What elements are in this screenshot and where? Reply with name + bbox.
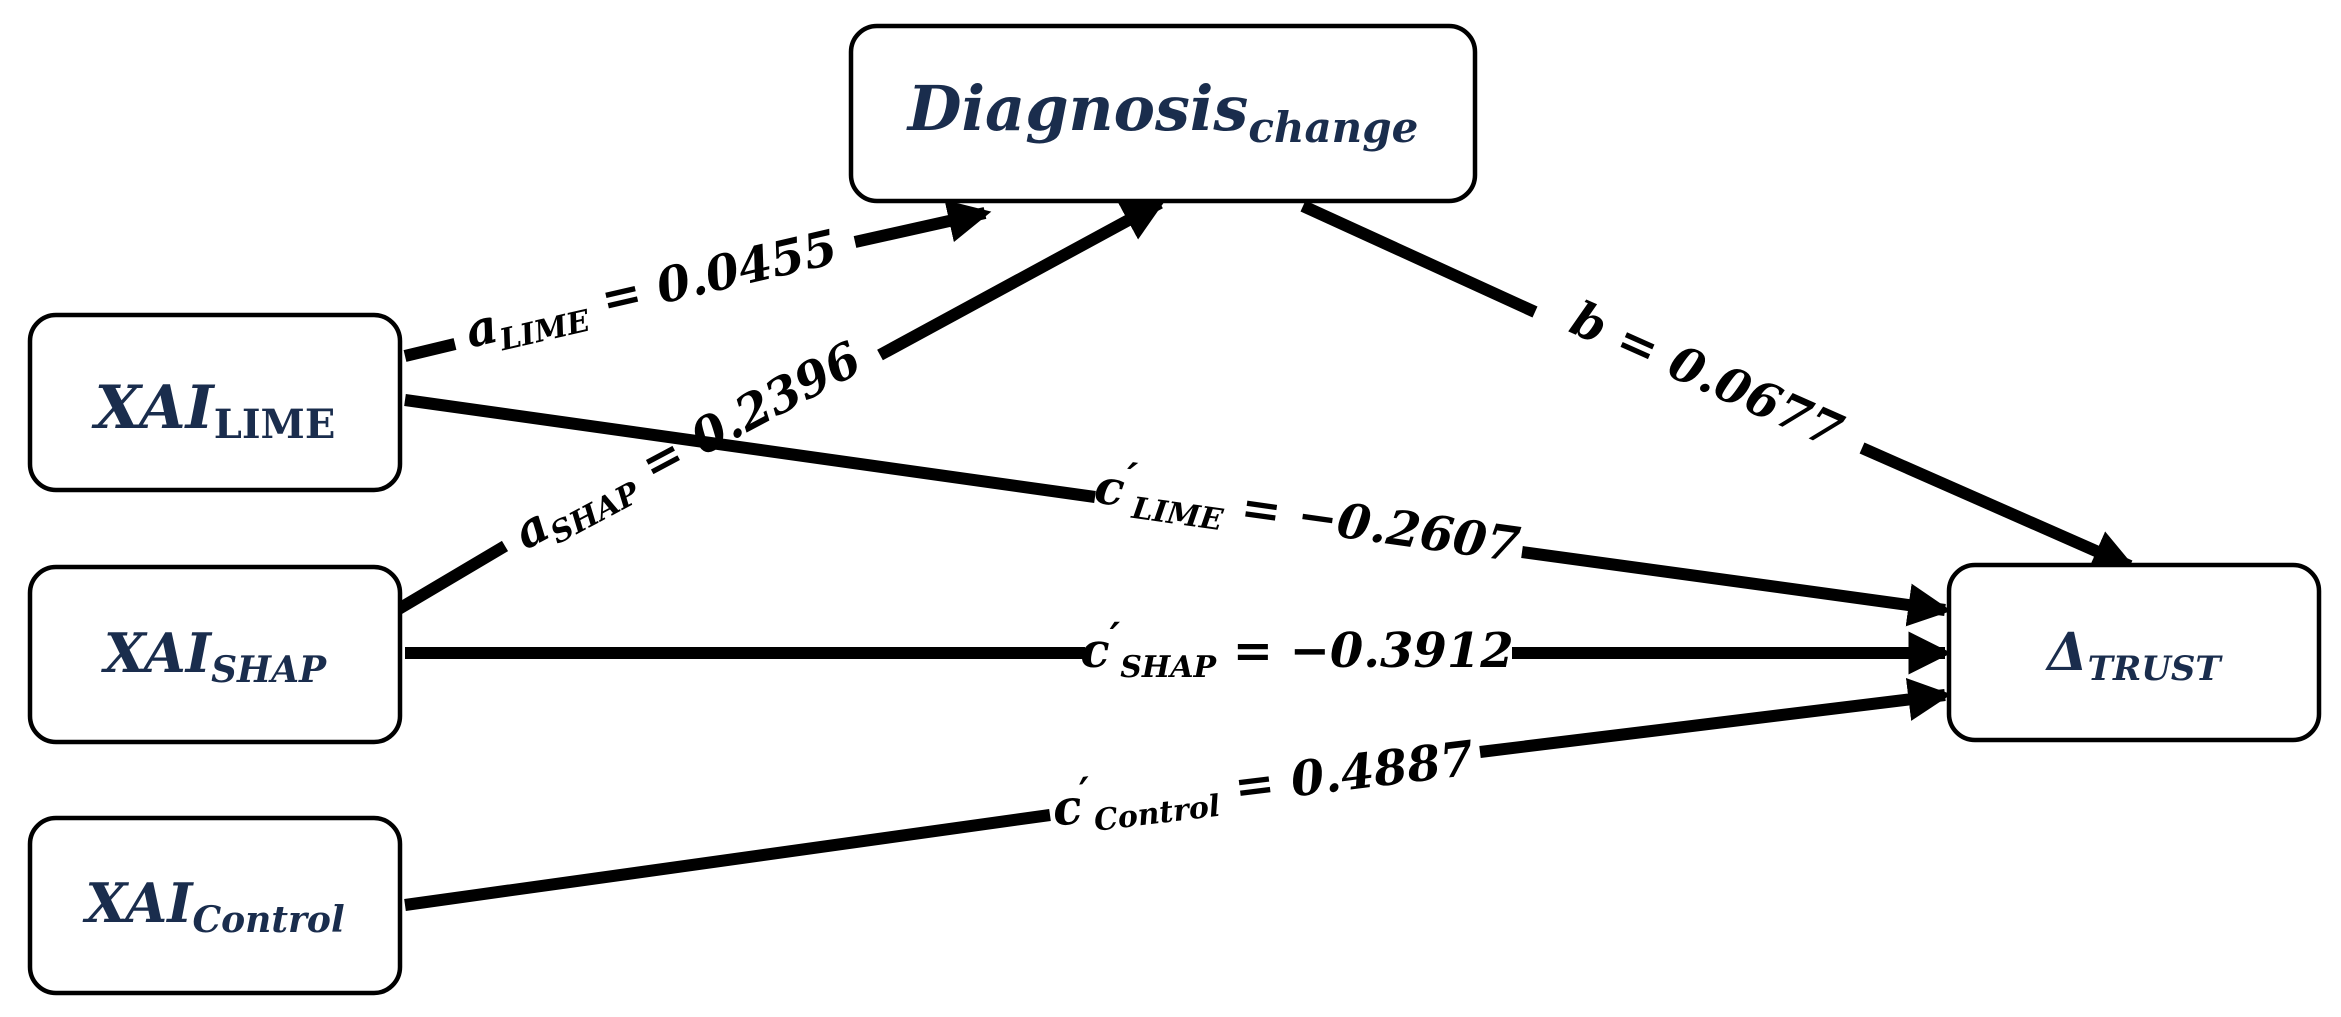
node-xai-shap-main: XAI <box>101 621 213 685</box>
node-xai-shap: XAISHAP <box>27 564 403 745</box>
label-c-lime-sub: LIME <box>1129 491 1226 539</box>
label-c-lime: c′LIME = −0.2607 <box>1090 450 1524 580</box>
node-xai-control: XAIControl <box>27 815 403 996</box>
label-a-shap: aSHAP = 0.2396 <box>505 331 873 566</box>
label-b: b = 0.0677 <box>1562 291 1851 460</box>
label-c-lime-symbol: c <box>1091 459 1128 519</box>
node-diagnosis-change: Diagnosischange <box>848 23 1478 204</box>
node-diagnosis-sub: change <box>1248 103 1418 152</box>
svg-text:XAILIME: XAILIME <box>91 373 336 448</box>
svg-text:Diagnosischange: Diagnosischange <box>906 72 1419 152</box>
edge-a-lime-line-2 <box>853 199 992 248</box>
node-diagnosis-main: Diagnosis <box>906 72 1249 145</box>
label-a-lime-sub: LIME <box>496 303 595 358</box>
label-c-shap: c′SHAP = −0.3912 <box>1080 614 1513 685</box>
edge-c-control-line-1 <box>404 809 1051 911</box>
node-delta-trust-sub: TRUST <box>2088 649 2224 689</box>
label-c-control: c′Control = 0.4887 <box>1048 722 1477 844</box>
label-a-lime-value: = 0.0455 <box>579 219 842 331</box>
label-c-shap-value: = −0.3912 <box>1216 623 1514 679</box>
node-delta-trust-main: Δ <box>2044 622 2087 683</box>
node-delta-trust: ΔTRUST <box>1946 562 2322 743</box>
label-c-control-symbol: c <box>1049 779 1085 838</box>
node-xai-shap-sub: SHAP <box>211 649 327 691</box>
label-a-lime: aLIME = 0.0455 <box>460 219 844 365</box>
node-xai-control-main: XAI <box>82 871 194 935</box>
node-xai-lime-sub: LIME <box>214 401 336 448</box>
edge-b-line-2 <box>1859 442 2136 572</box>
label-a-shap-value: = 0.2396 <box>617 331 871 501</box>
edge-a-shap-line-2 <box>877 197 1166 361</box>
edge-c-control-line-2 <box>1479 678 1952 758</box>
svg-text:XAISHAP: XAISHAP <box>101 621 327 691</box>
node-xai-control-sub: Control <box>193 899 345 941</box>
edge-a-lime-line-1 <box>403 338 457 362</box>
label-c-control-value: = 0.4887 <box>1215 730 1477 817</box>
svg-text:XAIControl: XAIControl <box>82 871 344 941</box>
edge-c-lime-line-1 <box>404 394 1096 503</box>
label-c-shap-prime: ′ <box>1110 614 1121 661</box>
node-xai-lime: XAILIME <box>27 312 403 493</box>
node-xai-lime-main: XAI <box>91 373 216 443</box>
label-c-shap-sub: SHAP <box>1120 650 1217 685</box>
label-c-lime-value: = −0.2607 <box>1221 477 1523 574</box>
edge-a-shap-line-1 <box>393 540 509 616</box>
edge-b-line-1 <box>1300 200 1538 318</box>
svg-text:ΔTRUST: ΔTRUST <box>2044 622 2223 689</box>
edge-c-lime-line-2 <box>1521 546 1952 627</box>
label-a-shap-sub: SHAP <box>545 475 647 552</box>
label-b-value: = 0.0677 <box>1593 304 1851 460</box>
label-c-control-sub: Control <box>1092 789 1222 839</box>
label-c-shap-symbol: c <box>1080 623 1109 679</box>
